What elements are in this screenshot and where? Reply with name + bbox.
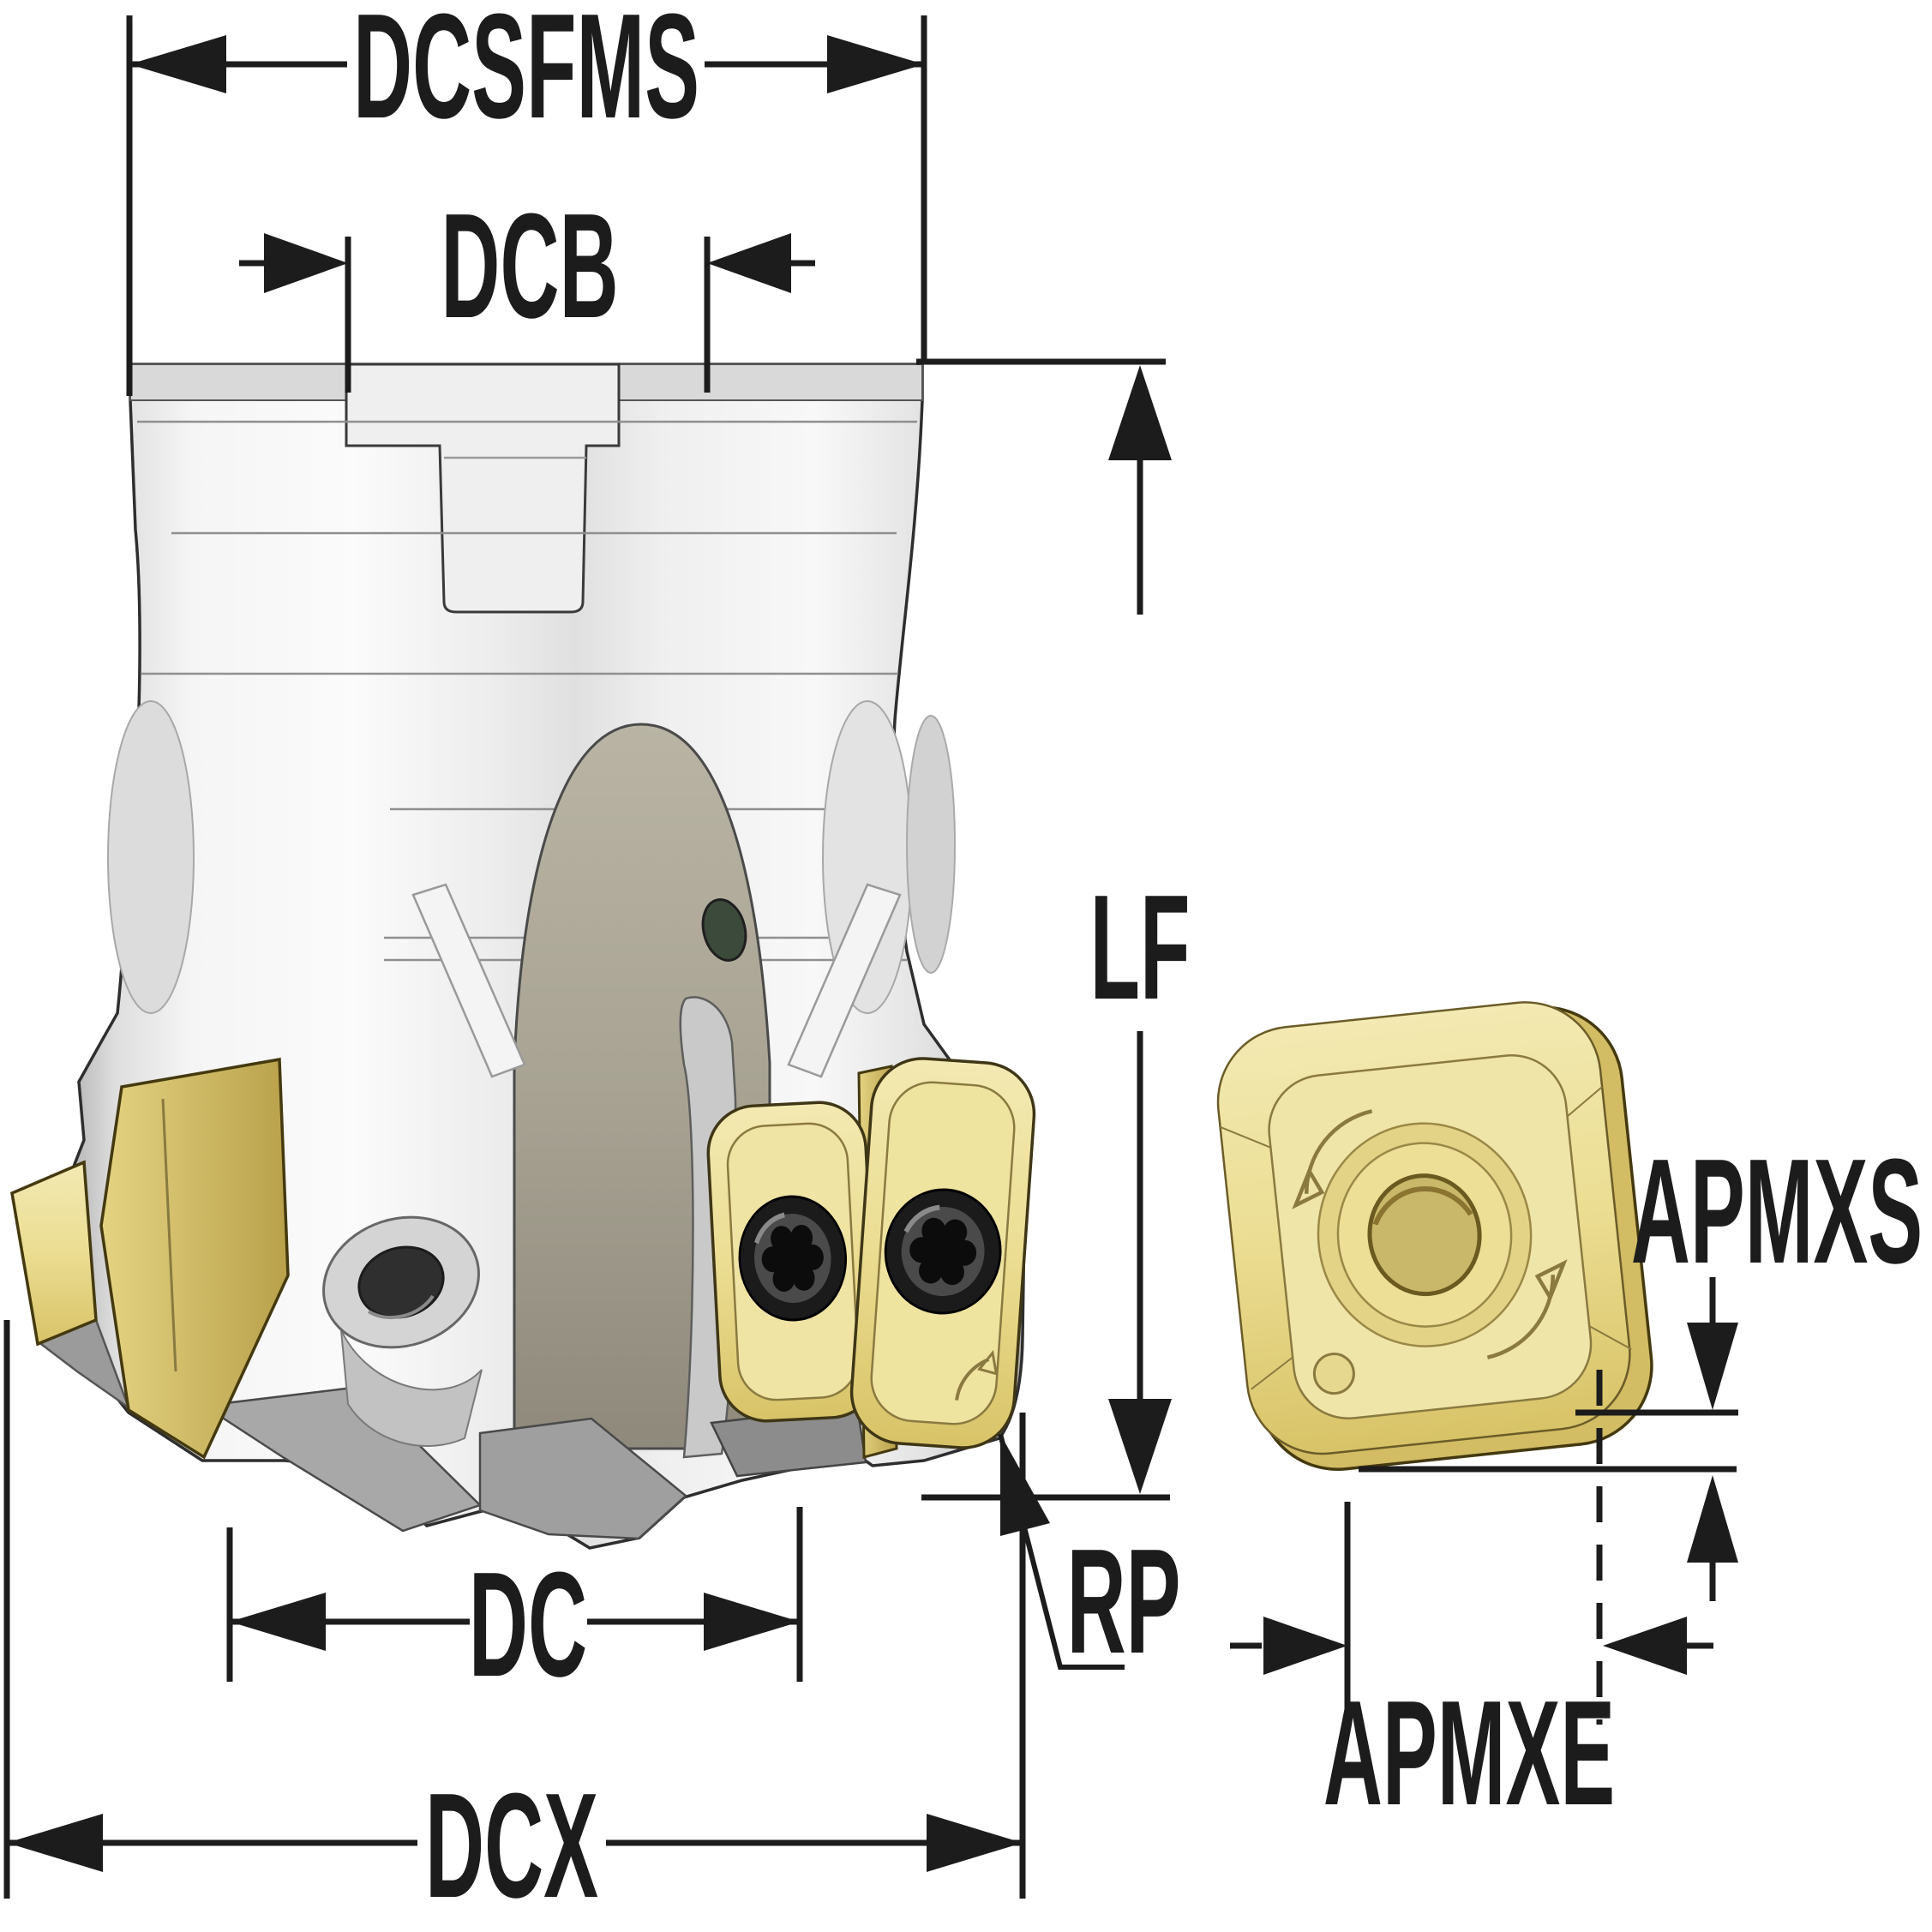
left-pin-slot	[411, 883, 526, 1078]
pocket-wedge-center	[478, 1417, 687, 1540]
left-flute-scallop	[107, 700, 195, 1014]
label-lf: LF	[1090, 864, 1191, 1031]
label-dc: DC	[469, 1541, 587, 1708]
right-pin-slot	[787, 883, 902, 1078]
insert-corner-facets	[1220, 1086, 1632, 1390]
insert-dimple	[1312, 1353, 1355, 1395]
label-apmxe: APMXE	[1323, 1670, 1615, 1837]
label-apmxs: APMXS	[1631, 1128, 1923, 1295]
arrowhead-down-icon	[1687, 1323, 1738, 1410]
insert-indexing-arrows	[1292, 1109, 1568, 1359]
arrowhead-right-icon	[927, 1814, 1023, 1872]
dimension-apmxs-apmxe	[1230, 1277, 1738, 1727]
dimension-rp	[998, 1433, 1125, 1670]
dimensions	[3, 15, 1738, 1899]
pocket-wedge-left	[201, 1385, 483, 1533]
dimension-dc	[226, 1507, 803, 1682]
right-edge-scallop	[906, 715, 956, 974]
label-rp: RP	[1067, 1518, 1181, 1685]
mounted-insert-center	[706, 1101, 879, 1423]
arrowhead-up-icon	[1108, 365, 1172, 460]
left-insert-edge-line	[161, 1098, 177, 1372]
arrowhead-left-icon	[129, 35, 226, 93]
loose-insert-detail	[1216, 1001, 1653, 1471]
arrowhead-upleft-icon	[1000, 1434, 1050, 1536]
arrowhead-right-icon	[827, 35, 924, 93]
label-dcx: DCX	[425, 1762, 598, 1929]
insert-rotation-arrow	[955, 1358, 990, 1401]
coolant-hole	[701, 898, 747, 962]
dimension-labels: DCSFMS DCB LF DC DCX RP APMXS APMXE	[353, 0, 1923, 1929]
dimension-dcsfms	[126, 15, 927, 396]
arrowhead-right-icon	[1263, 1617, 1347, 1675]
dimension-dcb	[239, 233, 815, 393]
arrowhead-right-icon	[704, 1593, 800, 1651]
label-dcsfms: DCSFMS	[353, 0, 699, 149]
mounted-insert-right	[849, 1057, 1036, 1449]
arrowhead-left-icon	[7, 1814, 103, 1872]
arrowhead-left-icon	[230, 1593, 326, 1651]
milling-cutter-body	[10, 363, 1036, 1550]
arrowhead-left-icon	[707, 233, 791, 293]
label-dcb: DCB	[441, 183, 618, 350]
arrowhead-down-icon	[1108, 1399, 1172, 1494]
arrowhead-right-icon	[264, 233, 348, 293]
empty-pocket-bore	[322, 1215, 483, 1447]
left-insert-edge	[99, 1057, 290, 1460]
far-left-insert-tip	[10, 1160, 98, 1347]
dimension-lf	[916, 358, 1172, 1501]
drive-slot-notch	[345, 363, 621, 614]
arrowhead-up-icon	[1687, 1475, 1738, 1563]
arrowhead-left-icon	[1603, 1617, 1687, 1675]
insert-center-hole	[1317, 1122, 1533, 1347]
